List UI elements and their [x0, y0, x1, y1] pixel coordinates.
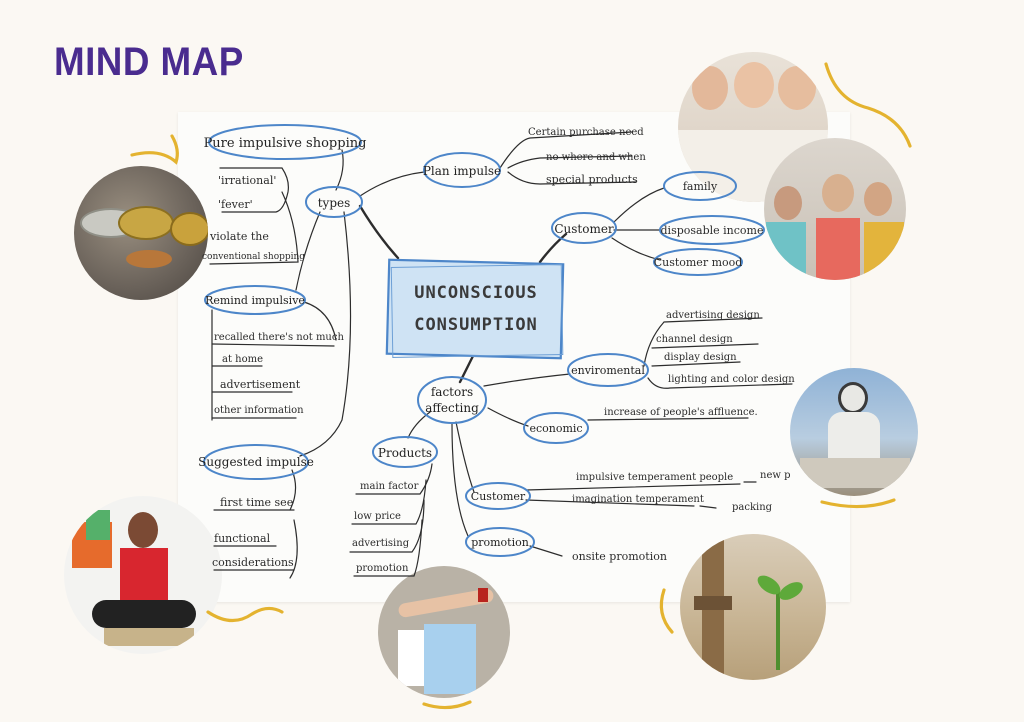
node-customer: Customer — [554, 222, 614, 236]
node-products: Products — [378, 446, 432, 460]
center-node — [385, 258, 565, 360]
remind-item-3: advertisement — [220, 378, 301, 391]
node-factors-line2: affecting — [425, 401, 479, 415]
products-item-2: low price — [354, 511, 401, 522]
hazmat-worker-photo — [790, 368, 918, 496]
suggested-item-1: first time see — [220, 496, 293, 509]
customer-item-mood: Customer mood — [654, 256, 743, 269]
env-item-4: lighting and color design — [668, 374, 795, 385]
products-item-3: advertising — [352, 538, 410, 549]
node-pure-impulsive: Pure impulsive shopping — [204, 136, 367, 151]
pure-item-4: conventional shopping — [202, 252, 305, 262]
node-plan-impulse: Plan impulse — [423, 164, 501, 178]
sprout-pipe-photo — [680, 534, 826, 680]
pure-item-2: 'fever' — [218, 198, 253, 211]
branch-lines — [209, 131, 793, 579]
center-title-line2: CONSUMPTION — [414, 315, 538, 335]
plan-item-2: no where and when — [546, 152, 646, 163]
env-item-2: channel design — [656, 334, 733, 345]
customer-factor-tail-1: new p — [760, 470, 791, 481]
page-title: MIND MAP — [54, 40, 244, 84]
pure-item-3: violate the — [209, 230, 269, 243]
env-item-3: display design — [664, 352, 737, 363]
young-people-photo — [764, 138, 906, 280]
node-promotion: promotion — [471, 536, 529, 549]
economic-item: increase of people's affluence. — [604, 407, 758, 418]
promotion-item: onsite promotion — [572, 550, 667, 563]
node-suggested-impulse: Suggested impulse — [198, 455, 314, 469]
center-title-line1: UNCONSCIOUS — [414, 283, 538, 303]
node-factors-line1: factors — [431, 385, 473, 399]
pure-item-1: 'irrational' — [218, 174, 276, 187]
remind-item-4: other information — [214, 405, 304, 416]
node-types: types — [318, 196, 351, 210]
node-economic: economic — [529, 422, 582, 435]
node-customer-factor: Customer — [471, 490, 526, 503]
woman-clothes-photo — [64, 496, 222, 654]
accent-strokes — [130, 62, 912, 710]
remind-item-2: at home — [222, 354, 263, 365]
customer-item-family: family — [683, 180, 718, 193]
shopping-bags-photo — [378, 566, 510, 698]
node-remind-impulsive: Remind impulsive — [205, 294, 305, 307]
products-item-1: main factor — [360, 481, 419, 492]
products-item-4: promotion — [356, 563, 409, 574]
plan-item-3: special products — [546, 173, 638, 186]
plan-item-1: Certain purchase need — [528, 127, 644, 138]
remind-item-1: recalled there's not much — [214, 332, 344, 343]
suggested-item-3: considerations — [212, 556, 294, 569]
customer-item-income: disposable income — [661, 224, 764, 237]
customer-factor-tail-2: packing — [732, 502, 773, 513]
env-item-1: advertising design — [666, 310, 760, 321]
suggested-item-2: functional — [214, 532, 271, 545]
node-environmental: enviromental — [571, 364, 645, 377]
coins-photo — [74, 166, 208, 300]
node-bubbles — [203, 124, 765, 557]
customer-factor-item-1: impulsive temperament people — [576, 472, 733, 483]
customer-factor-item-2: imagination temperament — [572, 494, 704, 505]
